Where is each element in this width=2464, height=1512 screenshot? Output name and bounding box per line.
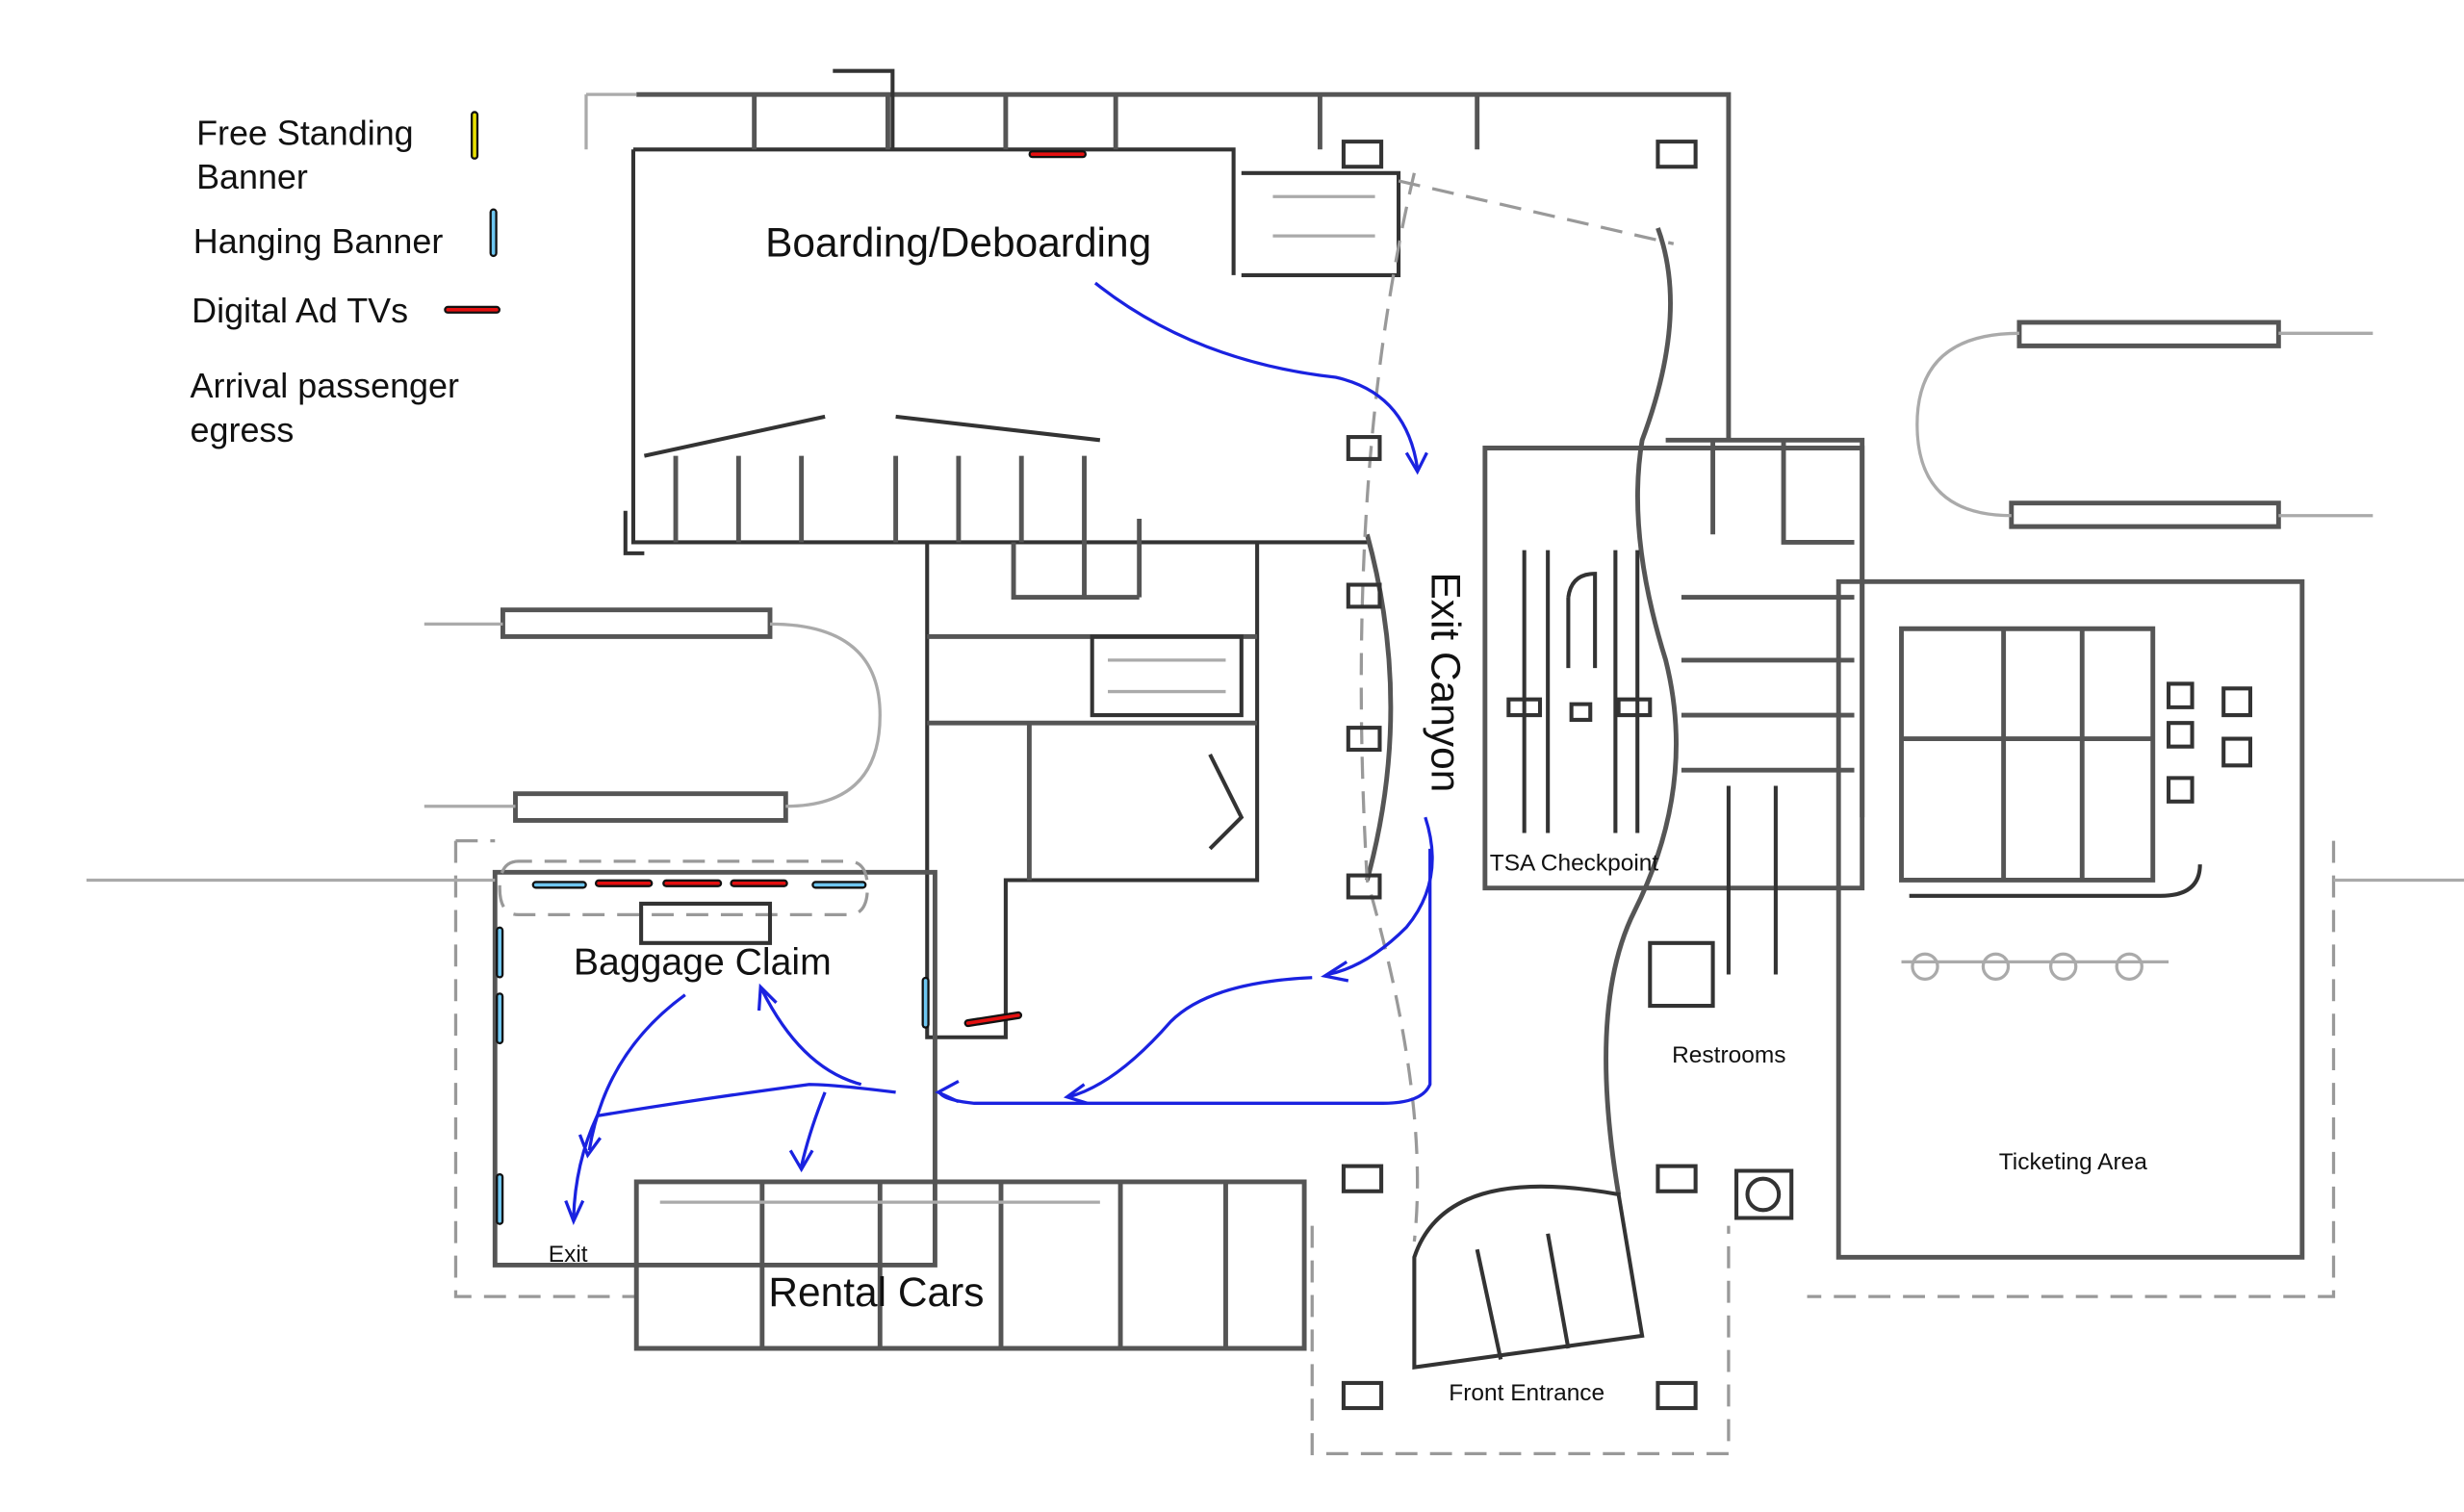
signage xyxy=(496,150,1087,1225)
legend-digital-tv-label: Digital Ad TVs xyxy=(192,291,408,330)
legend-free-standing-label-2: Banner xyxy=(196,157,308,196)
egress-arrows xyxy=(564,281,1434,1225)
area-label-exit-canyon: Exit Canyon xyxy=(1423,572,1468,792)
digital-tv-marker xyxy=(963,1011,1023,1028)
legend: Free Standing Banner Hanging Banner Digi… xyxy=(191,111,500,449)
legend-hanging-banner-label: Hanging Banner xyxy=(193,221,444,261)
area-label-exit: Exit xyxy=(549,1242,588,1268)
area-label-ticketing: Ticketing Area xyxy=(1999,1149,2148,1175)
area-label-baggage: Baggage Claim xyxy=(574,941,832,983)
legend-egress-label-2: egress xyxy=(191,410,295,449)
legend-egress-label: Arrival passenger xyxy=(191,366,459,405)
walls xyxy=(86,68,2464,1456)
legend-free-standing-label: Free Standing xyxy=(196,113,414,152)
area-label-front-entrance: Front Entrance xyxy=(1449,1380,1604,1406)
area-label-restrooms: Restrooms xyxy=(1672,1042,1785,1068)
area-label-tsa: TSA Checkpoint xyxy=(1490,851,1659,877)
area-label-boarding: Boarding/Deboarding xyxy=(765,219,1151,265)
area-label-rental-cars: Rental Cars xyxy=(768,1269,984,1315)
